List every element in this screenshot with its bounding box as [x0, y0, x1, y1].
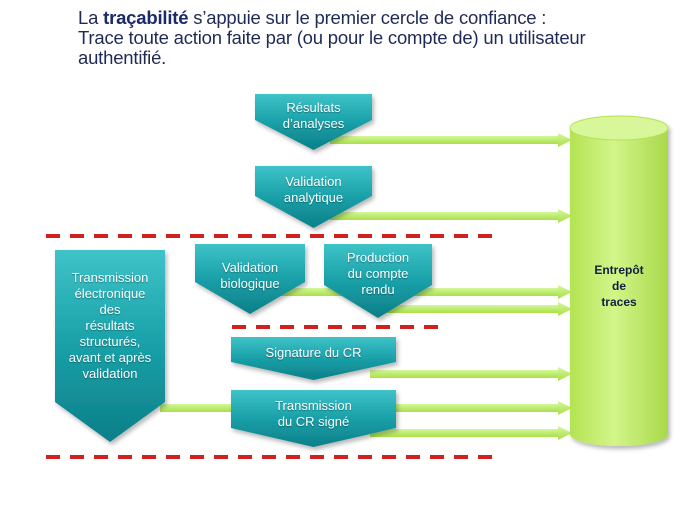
title-emphasis: traçabilité: [103, 7, 189, 28]
box-transmission-cr: [231, 390, 396, 447]
arrowhead-transmission-cr: [558, 426, 572, 440]
arrowhead-transmission-electronique: [558, 401, 572, 415]
trace-store-cylinder: [569, 115, 669, 446]
page-title: La traçabilité s’appuie sur le premier c…: [78, 8, 678, 68]
arrowhead-validation-biologique: [558, 285, 572, 299]
box-resultats: [255, 94, 372, 150]
arrow-resultats: [330, 136, 560, 144]
arrow-transmission-cr: [370, 429, 560, 437]
box-validation-biologique: [195, 244, 305, 314]
label-transmission-electronique: Transmission électronique des résultats …: [68, 270, 152, 381]
title-part2: s’appuie sur le premier cercle de confia…: [188, 7, 547, 28]
label-production: Production du compte rendu: [346, 250, 410, 297]
title-line-2: Trace toute action faite par (ou pour le…: [78, 27, 586, 48]
dashed-separators: [46, 234, 500, 459]
arrowhead-resultats: [558, 133, 572, 147]
title-line-1: La traçabilité s’appuie sur le premier c…: [78, 8, 678, 28]
box-signature: [231, 337, 396, 380]
arrowhead-validation-analytique: [558, 209, 572, 223]
label-validation-biologique: Validation biologique: [220, 260, 280, 291]
arrowhead-production: [558, 302, 572, 316]
arrow-signature: [370, 370, 560, 378]
arrow-validation-analytique: [330, 212, 560, 220]
arrowhead-signature: [558, 367, 572, 381]
label-validation-analytique: Validation analytique: [283, 174, 344, 205]
box-production: [324, 244, 432, 318]
trace-store-label: Entrepôt de traces: [594, 263, 644, 309]
label-resultats: Résultats d’analyses: [282, 100, 345, 131]
label-transmission-cr: Transmission du CR signé: [275, 398, 352, 429]
title-line-3: authentifié.: [78, 47, 167, 68]
box-validation-analytique: [255, 166, 372, 228]
process-boxes: [55, 94, 432, 447]
title-part1: La: [78, 7, 104, 28]
box-transmission-electronique: [55, 250, 165, 442]
arrow-production: [370, 305, 560, 313]
label-signature: Signature du CR: [265, 345, 362, 360]
